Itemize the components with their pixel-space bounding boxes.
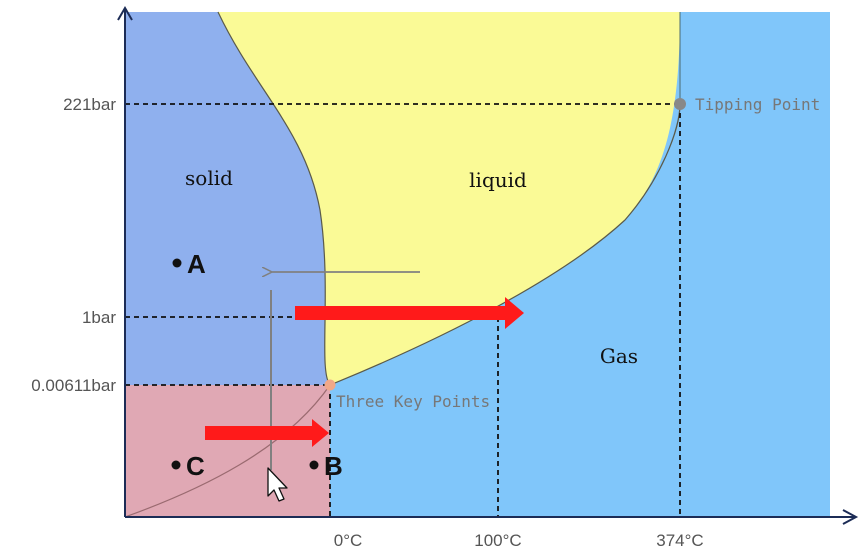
y-tick-0.00611bar: 0.00611bar [31, 376, 116, 395]
point-a-label: A [187, 249, 206, 279]
vaporization-curve [329, 103, 681, 386]
point-c-label: C [186, 451, 205, 481]
mouse-cursor-icon [267, 467, 288, 502]
x-tick-374c: 374°C [656, 531, 703, 550]
sublimation-curve [124, 384, 331, 518]
region-label-gas: Gas [600, 344, 638, 368]
point-b-label: B [324, 451, 343, 481]
liquid-region [218, 12, 680, 385]
y-tick-1bar: 1bar [82, 308, 116, 327]
point-c-dot [171, 460, 181, 470]
y-tick-221bar: 221bar [63, 95, 116, 114]
red-arrow-upper [295, 297, 524, 329]
point-b-dot [309, 460, 319, 470]
y-axis-arrowhead [117, 6, 133, 21]
region-label-solid: solid [185, 166, 233, 190]
tipping-point-marker [674, 98, 686, 110]
red-arrow-lower [205, 419, 329, 447]
melting-curve [217, 11, 331, 386]
point-a-dot [172, 258, 182, 268]
region-label-liquid: liquid [469, 168, 527, 192]
low-pressure-solid-region [125, 385, 330, 517]
triple-point-marker [324, 379, 336, 391]
three-key-points-label: Three Key Points [336, 392, 490, 411]
tipping-point-label: Tipping Point [695, 95, 820, 114]
x-axis-arrowhead [842, 509, 859, 525]
x-tick-100c: 100°C [474, 531, 521, 550]
x-tick-0c: 0°C [334, 531, 363, 550]
